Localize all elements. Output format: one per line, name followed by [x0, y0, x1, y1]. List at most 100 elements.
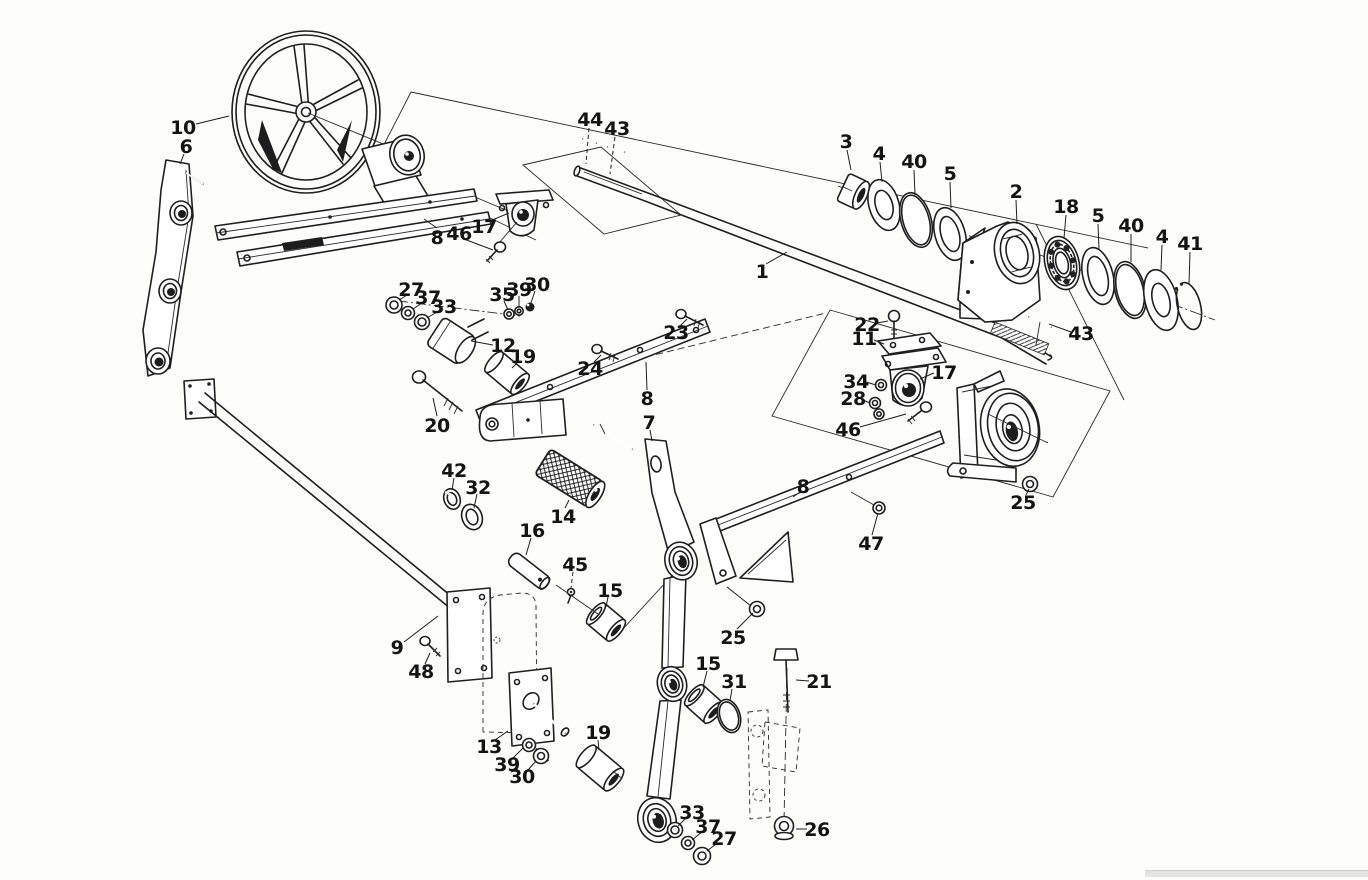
part-number-text: 5 — [944, 163, 957, 185]
part-number-text: 34 — [843, 371, 869, 393]
part-label-43-36: 43 — [1048, 323, 1094, 345]
part-number-text: 45 — [562, 554, 587, 576]
shim-ring-40b — [1113, 260, 1147, 320]
ring-31 — [716, 698, 742, 734]
part-number-text: 27 — [398, 279, 423, 301]
frame-rails-top — [214, 188, 492, 267]
part-number-text: 46 — [446, 223, 472, 245]
part-label-12-24: 12 — [470, 335, 516, 357]
part-label-17-32: 17 — [919, 362, 957, 384]
part-label-17-17: 17 — [471, 212, 510, 238]
washer-32 — [460, 503, 484, 531]
bolt-46-top — [485, 241, 507, 264]
snap-ring-41 — [1173, 281, 1203, 331]
part-number-text: 37 — [415, 287, 440, 309]
part-number-text: 2 — [1010, 181, 1023, 203]
part-number-text: 15 — [597, 580, 622, 602]
part-label-30-23: 30 — [524, 274, 550, 304]
part-number-text: 1 — [756, 261, 769, 283]
part-number-text: 33 — [679, 802, 704, 824]
part-label-18-9: 18 — [1053, 196, 1079, 239]
part-label-25-47: 25 — [720, 586, 754, 649]
ball-bearing-18 — [1043, 235, 1081, 291]
part-number-text: 6 — [180, 136, 193, 158]
part-number-text: 18 — [1053, 196, 1079, 218]
part-number-text: 27 — [711, 828, 736, 850]
lock-washer-42 — [442, 487, 462, 511]
part-label-15-46: 15 — [597, 580, 623, 608]
part-label-35-21: 35 — [489, 284, 515, 311]
scan-artifact — [1145, 870, 1368, 877]
part-label-2-8: 2 — [1010, 181, 1023, 225]
part-label-25-37: 25 — [1010, 488, 1036, 514]
nut-26 — [773, 815, 795, 841]
part-number-text: 43 — [1068, 323, 1093, 345]
bearing-housing-right — [946, 370, 1049, 493]
part-number-text: 19 — [585, 722, 610, 744]
part-number-text: 15 — [695, 653, 720, 675]
part-label-33-57: 33 — [677, 802, 705, 827]
part-label-5-7: 5 — [944, 163, 957, 209]
main-shaft-1 — [573, 138, 1053, 365]
part-label-4-5: 4 — [873, 143, 886, 183]
part-label-13-53: 13 — [476, 730, 509, 758]
part-label-11-31: 11 — [851, 328, 885, 350]
part-label-30-55: 30 — [509, 760, 537, 788]
part-label-5-10: 5 — [1092, 205, 1105, 250]
part-number-text: 3 — [840, 131, 853, 153]
part-label-40-11: 40 — [1118, 215, 1144, 262]
hardware-row-top — [385, 296, 535, 331]
nut-25-mid — [748, 600, 766, 618]
torsion-shaft-9 — [183, 378, 493, 683]
part-label-8-39: 8 — [792, 476, 810, 498]
nut-30-top — [525, 302, 535, 312]
part-number-text: 9 — [391, 637, 404, 659]
part-label-10-0: 10 — [170, 115, 230, 139]
nut-27b — [692, 846, 712, 866]
washer-33b — [666, 821, 684, 839]
part-number-text: 47 — [858, 533, 883, 555]
flywheel-spokes — [245, 44, 363, 174]
part-number-text: 25 — [1010, 492, 1035, 514]
bolt-21-assembly — [747, 648, 801, 841]
part-label-8-28: 8 — [641, 361, 654, 410]
part-number-text: 24 — [577, 358, 603, 380]
washer-35 — [503, 308, 515, 320]
link-arm-7 — [636, 438, 699, 844]
knurled-roller-14 — [535, 449, 606, 509]
shim-ring-40 — [898, 191, 934, 249]
part-number-text: 8 — [431, 227, 444, 249]
part-label-23-26: 23 — [663, 318, 689, 344]
part-number-text: 26 — [804, 819, 830, 841]
bolt-22 — [887, 309, 901, 339]
bushing-3 — [836, 173, 871, 210]
part-number-text: 44 — [577, 109, 603, 131]
part-number-text: 28 — [840, 388, 866, 410]
part-label-8-15: 8 — [423, 218, 444, 249]
washer-5b — [1081, 246, 1115, 306]
part-label-6-1: 6 — [179, 136, 193, 165]
bolt-24 — [591, 343, 619, 363]
part-number-text: 37 — [695, 816, 720, 838]
ring-39-top — [513, 305, 524, 316]
flywheel — [231, 30, 381, 194]
part-number-text: 8 — [641, 388, 654, 410]
pulley-bracket — [307, 112, 429, 207]
part-number-text: 31 — [721, 671, 746, 693]
part-number-text: 22 — [854, 314, 879, 336]
bushing-19b — [575, 744, 625, 792]
part-number-text: 40 — [901, 151, 927, 173]
part-label-32-42: 32 — [465, 477, 491, 509]
bolt-48 — [419, 635, 441, 657]
washers-28 — [868, 396, 885, 420]
key-44 — [582, 138, 597, 144]
part-number-text: 39 — [494, 754, 519, 776]
part-number-text: 13 — [476, 736, 501, 758]
part-number-text: 43 — [604, 118, 629, 140]
part-label-26-60: 26 — [796, 819, 830, 841]
key-43-top — [607, 146, 625, 153]
part-label-3-4: 3 — [840, 131, 853, 171]
part-label-19-25: 19 — [510, 346, 536, 369]
part-label-15-48: 15 — [695, 653, 721, 688]
